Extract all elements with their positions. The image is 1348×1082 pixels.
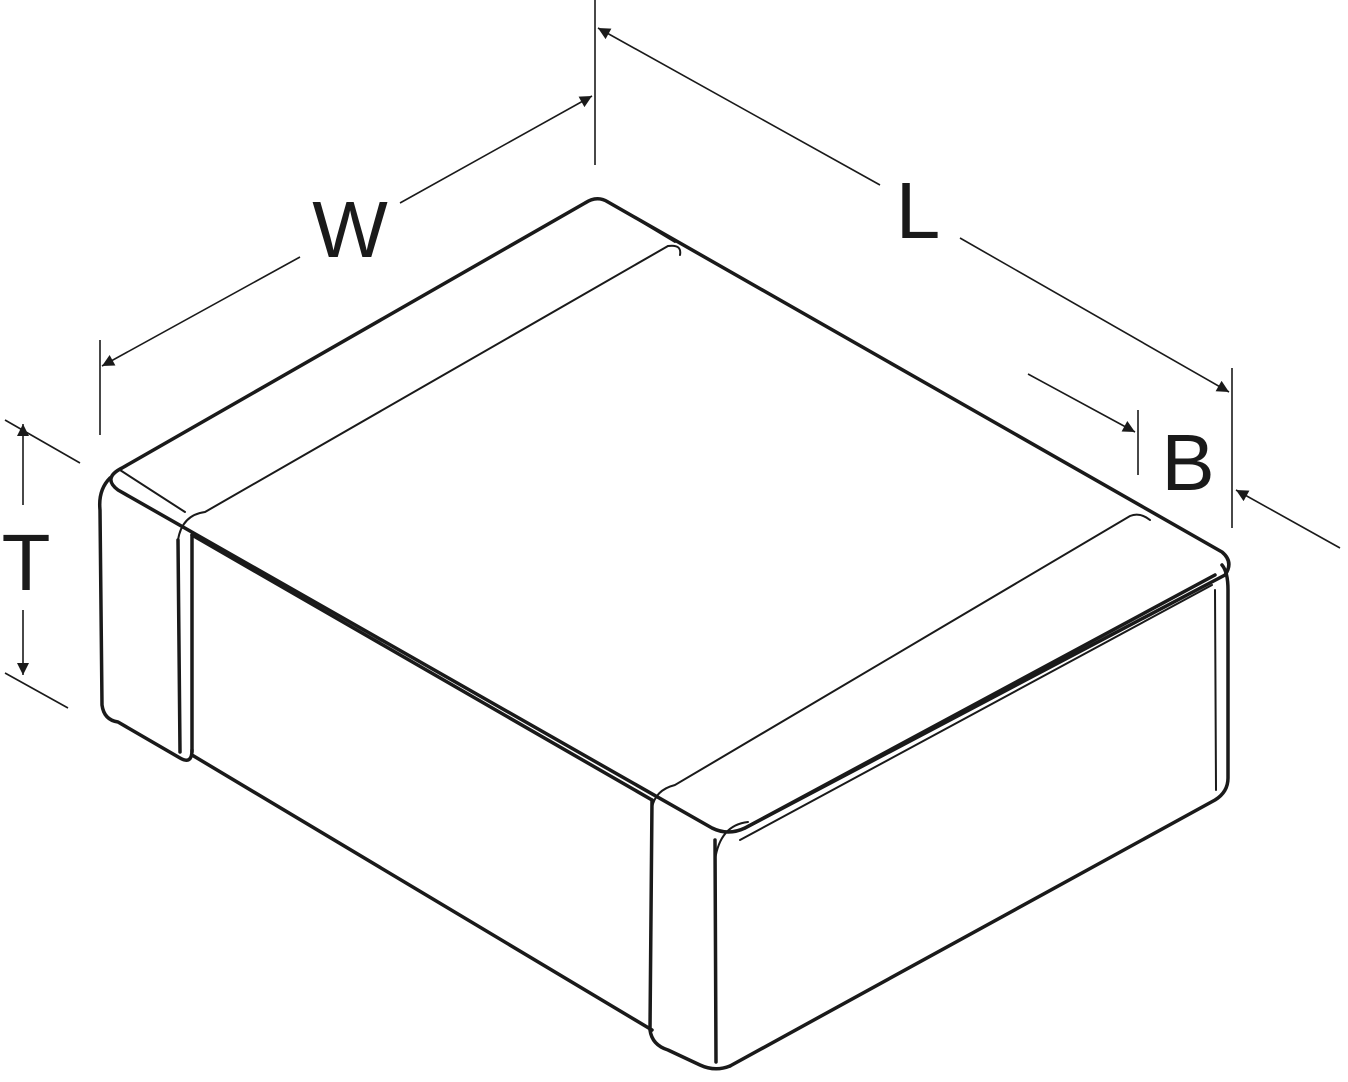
w-arrow-left	[101, 256, 301, 367]
l-arrow-top	[597, 27, 881, 186]
dimension-b: B	[1027, 373, 1341, 549]
right-cap-boundary-top	[651, 513, 1151, 809]
dimension-t: T	[2, 419, 81, 709]
right-cap-front-edges	[648, 798, 732, 1071]
w-label: W	[312, 185, 388, 274]
b-label: B	[1161, 418, 1214, 507]
left-cap-edge	[176, 533, 194, 754]
w-arrow-right	[399, 95, 593, 204]
l-label: L	[896, 166, 941, 255]
dimension-l: L	[597, 27, 1233, 528]
left-cap-boundary-inner	[119, 199, 676, 513]
front-long-face	[190, 533, 654, 1032]
top-face	[109, 197, 1231, 834]
l-arrow-bottom	[959, 237, 1230, 393]
dimension-w: W	[99, 0, 596, 435]
b-arrow-left	[1027, 373, 1136, 433]
capacitor-body	[97, 197, 1231, 1071]
t-extension-bottom	[4, 672, 69, 709]
right-face	[728, 563, 1230, 1068]
b-arrow-right	[1235, 489, 1341, 549]
left-cap-boundary-top	[177, 244, 682, 541]
t-label: T	[2, 518, 51, 607]
t-extension-top	[4, 419, 81, 464]
right-face-inner	[739, 584, 1217, 841]
left-end-face	[97, 476, 194, 762]
